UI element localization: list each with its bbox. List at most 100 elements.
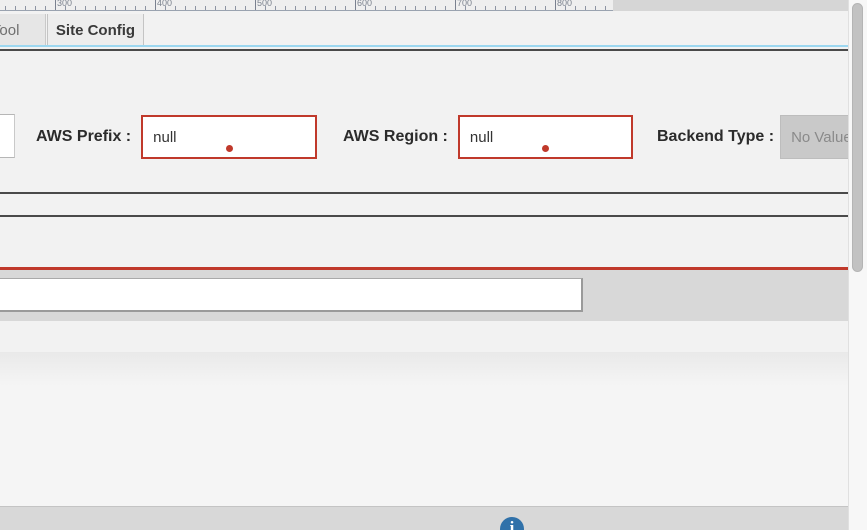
ruler-minor-tick <box>525 6 526 10</box>
partial-input-left-edge[interactable] <box>0 114 15 158</box>
section-band-1 <box>0 194 848 215</box>
field-aws-region: AWS Region : <box>343 114 633 160</box>
ruler-minor-tick <box>315 6 316 10</box>
ruler-minor-tick <box>195 6 196 10</box>
ruler-minor-tick <box>125 6 126 10</box>
ruler-major-tick <box>355 0 356 10</box>
ruler-major-tick <box>255 0 256 10</box>
ruler-minor-tick <box>535 6 536 10</box>
field-aws-prefix: AWS Prefix : <box>36 114 318 160</box>
ruler-minor-tick <box>385 6 386 10</box>
ruler-minor-tick <box>375 6 376 10</box>
aws-region-input[interactable] <box>457 115 633 159</box>
panel-top-divider <box>0 49 848 51</box>
lower-band <box>0 321 848 352</box>
ruler-minor-tick <box>85 6 86 10</box>
info-icon-glyph: i <box>509 518 515 530</box>
tab-query-tool-label: y Tool <box>0 22 20 39</box>
backend-type-label: Backend Type : <box>657 128 775 145</box>
ruler-minor-tick <box>135 6 136 10</box>
ruler-minor-tick <box>275 6 276 10</box>
ruler-minor-tick <box>365 6 366 10</box>
ruler-minor-tick <box>545 6 546 10</box>
ruler-minor-tick <box>325 6 326 10</box>
ruler-minor-tick <box>345 6 346 10</box>
backend-type-value: No Value <box>791 128 852 146</box>
ruler-minor-tick <box>405 6 406 10</box>
error-rule <box>0 267 848 270</box>
ruler-label: 400 <box>157 0 173 8</box>
tab-site-config-label: Site Config <box>55 22 136 39</box>
ruler-minor-tick <box>185 6 186 10</box>
aws-prefix-input-wrap <box>141 115 318 159</box>
tab-site-config[interactable]: Site Config <box>47 14 144 47</box>
ruler-label: 800 <box>557 0 573 8</box>
section-band-2 <box>0 217 848 267</box>
ruler-major-tick <box>455 0 456 10</box>
ruler-label: 700 <box>457 0 473 8</box>
ruler-minor-tick <box>495 6 496 10</box>
ruler-minor-tick <box>505 6 506 10</box>
ruler-minor-tick <box>595 6 596 10</box>
ruler-label: 600 <box>357 0 373 8</box>
ruler-minor-tick <box>605 6 606 10</box>
ruler-minor-tick <box>25 6 26 10</box>
ruler-minor-tick <box>485 6 486 10</box>
ruler-minor-tick <box>75 6 76 10</box>
aws-region-label: AWS Region : <box>343 128 448 145</box>
aws-prefix-input[interactable] <box>141 115 318 159</box>
ruler-minor-tick <box>5 6 6 10</box>
tab-query-tool[interactable]: y Tool <box>0 14 46 47</box>
ruler-minor-tick <box>105 6 106 10</box>
section-divider-2 <box>0 215 848 217</box>
tab-bar-underline <box>0 45 848 47</box>
ruler-minor-tick <box>305 6 306 10</box>
ruler-minor-tick <box>425 6 426 10</box>
ruler-minor-tick <box>95 6 96 10</box>
ruler-minor-tick <box>395 6 396 10</box>
vertical-scrollbar-thumb[interactable] <box>852 3 863 272</box>
ruler-minor-tick <box>65 6 66 10</box>
ruler-minor-tick <box>205 6 206 10</box>
ruler-minor-tick <box>295 6 296 10</box>
ruler-minor-tick <box>335 6 336 10</box>
ruler-minor-tick <box>585 6 586 10</box>
ruler-minor-tick <box>225 6 226 10</box>
ruler-baseline <box>0 10 613 11</box>
ruler-right-filler <box>613 0 867 11</box>
tab-bar: y Tool Site Config <box>0 11 848 47</box>
ruler-minor-tick <box>115 6 116 10</box>
ruler-minor-tick <box>465 6 466 10</box>
ruler-minor-tick <box>515 6 516 10</box>
page-body-area <box>0 352 848 506</box>
ruler-minor-tick <box>565 6 566 10</box>
ruler-minor-tick <box>145 6 146 10</box>
ruler-label: 500 <box>257 0 273 8</box>
ruler-minor-tick <box>235 6 236 10</box>
footer-separator <box>0 506 848 507</box>
ruler-minor-tick <box>45 6 46 10</box>
measurement-ruler: 300 400 500 600 700 800 <box>0 0 613 11</box>
ruler-minor-tick <box>265 6 266 10</box>
ruler-minor-tick <box>415 6 416 10</box>
field-backend-type: Backend Type : No Value <box>657 114 867 160</box>
search-input[interactable] <box>0 278 583 312</box>
ruler-minor-tick <box>15 6 16 10</box>
ruler-minor-tick <box>215 6 216 10</box>
ruler-minor-tick <box>285 6 286 10</box>
section-divider-1 <box>0 192 848 194</box>
ruler-minor-tick <box>445 6 446 10</box>
ruler-major-tick <box>55 0 56 10</box>
aws-config-row: AWS Prefix : AWS Region : Backend Type :… <box>0 114 867 160</box>
footer-bar <box>0 507 848 530</box>
aws-region-input-wrap <box>457 115 633 159</box>
ruler-minor-tick <box>435 6 436 10</box>
ruler-label: 300 <box>57 0 73 8</box>
info-circle-icon[interactable]: i <box>500 517 524 530</box>
ruler-minor-tick <box>175 6 176 10</box>
aws-prefix-label: AWS Prefix : <box>36 128 132 145</box>
ruler-minor-tick <box>475 6 476 10</box>
ruler-major-tick <box>155 0 156 10</box>
ruler-minor-tick <box>575 6 576 10</box>
